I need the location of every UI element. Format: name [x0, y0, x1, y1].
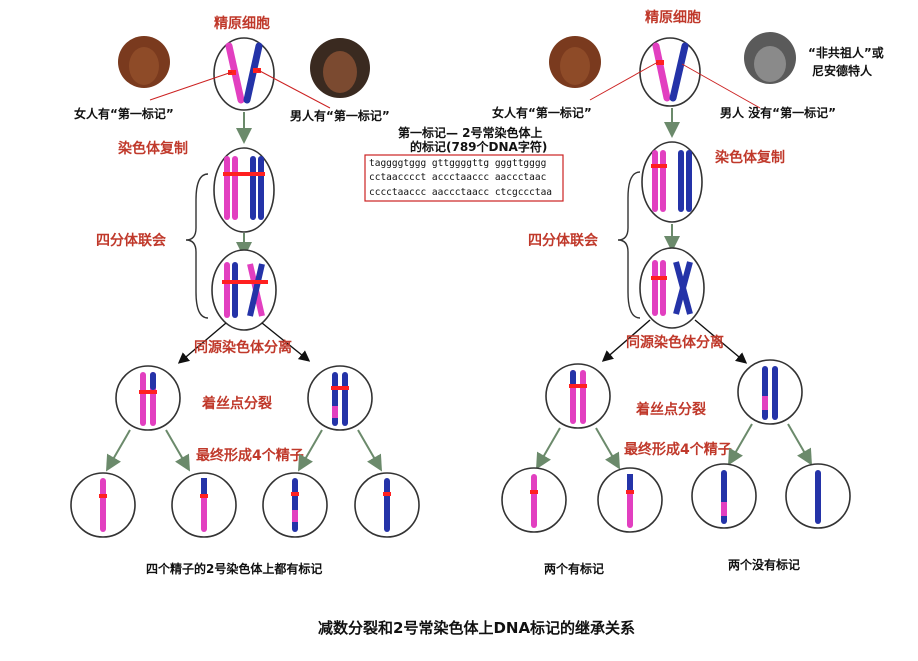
left-secondary-cell-a: [115, 365, 181, 431]
right-step-centromere: 着丝点分裂: [635, 401, 706, 418]
left-step-tetrad: 四分体联会: [96, 232, 167, 249]
right-sperm-4: [785, 463, 851, 529]
man-portrait-left: [310, 38, 370, 98]
right-summary-left: 两个有标记: [544, 561, 604, 576]
right-sperm-2: [597, 467, 663, 533]
right-spermatogonium-cell: [589, 37, 761, 109]
left-arrow-split-b: [261, 322, 311, 362]
marker-seq-2: cctaacccct accctaaccc aaccctaac: [369, 172, 546, 183]
left-arrow-3c: [297, 429, 323, 472]
marker-title-1: 第一标记— 2号常染色体上: [398, 125, 543, 140]
left-sperm-4: [354, 472, 420, 538]
left-panel: 精原细胞 女人有“第一标记” 男人有“第一标记” 染色体复制: [70, 15, 420, 576]
left-tetrad-cell: [211, 249, 277, 331]
right-arrow-3b: [595, 427, 621, 470]
left-brace: [185, 173, 209, 319]
right-replication-cell: [641, 141, 703, 223]
right-neanderthal-label-2: 尼安德特人: [812, 63, 873, 78]
right-tetrad-cell: [639, 247, 705, 329]
left-sperm-1: [70, 472, 136, 538]
left-step-centromere: 着丝点分裂: [201, 395, 272, 412]
right-brace: [617, 171, 641, 319]
right-neanderthal-label-1: “非共祖人”或: [808, 45, 884, 60]
right-step-tetrad: 四分体联会: [528, 232, 599, 249]
marker-title-2: 的标记(789个DNA字符): [410, 139, 547, 154]
right-arrow-3c: [727, 423, 753, 466]
left-title: 精原细胞: [214, 15, 270, 32]
right-arrow-split-b: [694, 319, 748, 364]
left-replication-cell: [213, 147, 275, 233]
left-woman-label: 女人有“第一标记”: [74, 106, 174, 121]
right-secondary-cell-a: [545, 363, 611, 429]
woman-portrait-right: [549, 36, 601, 88]
figure-caption: 减数分裂和2号常染色体上DNA标记的继承关系: [318, 619, 635, 637]
right-man-label: 男人 没有“第一标记”: [720, 105, 836, 120]
right-sperm-1: [501, 467, 567, 533]
left-sperm-3: [262, 472, 328, 538]
left-secondary-cell-b: [307, 365, 373, 431]
left-arrow-3a: [105, 429, 131, 472]
neanderthal-portrait: [744, 32, 796, 84]
right-step-separate: 同源染色体分离: [626, 334, 724, 351]
left-arrow-3b: [165, 429, 191, 472]
right-arrow-split-a: [601, 319, 651, 362]
right-panel: 精原细胞 女人有“第一标记” “非共祖人”或 尼安德特人 男人 没有“第一标记”…: [492, 9, 884, 576]
left-arrow-split-a: [177, 322, 227, 364]
right-arrow-3d: [787, 423, 813, 466]
marker-box: 第一标记— 2号常染色体上 的标记(789个DNA字符) taggggtggg …: [364, 125, 564, 202]
right-summary-right: 两个没有标记: [728, 557, 800, 572]
left-summary: 四个精子的2号染色体上都有标记: [146, 561, 322, 576]
right-secondary-cell-b: [737, 359, 803, 425]
left-step-separate: 同源染色体分离: [194, 339, 292, 356]
right-step-replicate: 染色体复制: [715, 149, 785, 166]
right-arrow-3a: [535, 427, 561, 470]
left-man-label: 男人有“第一标记”: [290, 108, 390, 123]
right-sperm-3: [691, 463, 757, 529]
woman-portrait-left: [118, 36, 170, 88]
marker-seq-3: cccctaaccc aaccctaacc ctcgccctaa: [369, 187, 552, 198]
marker-seq-1: taggggtggg gttggggttg gggttgggg: [369, 158, 546, 169]
left-step-replicate: 染色体复制: [118, 140, 188, 157]
left-step-final: 最终形成4个精子: [196, 447, 304, 464]
left-arrow-3d: [357, 429, 383, 472]
right-title: 精原细胞: [645, 9, 701, 26]
right-step-final: 最终形成4个精子: [624, 441, 732, 458]
left-sperm-2: [171, 472, 237, 538]
right-woman-label: 女人有“第一标记”: [492, 105, 592, 120]
left-spermatogonium-cell: [149, 37, 331, 111]
